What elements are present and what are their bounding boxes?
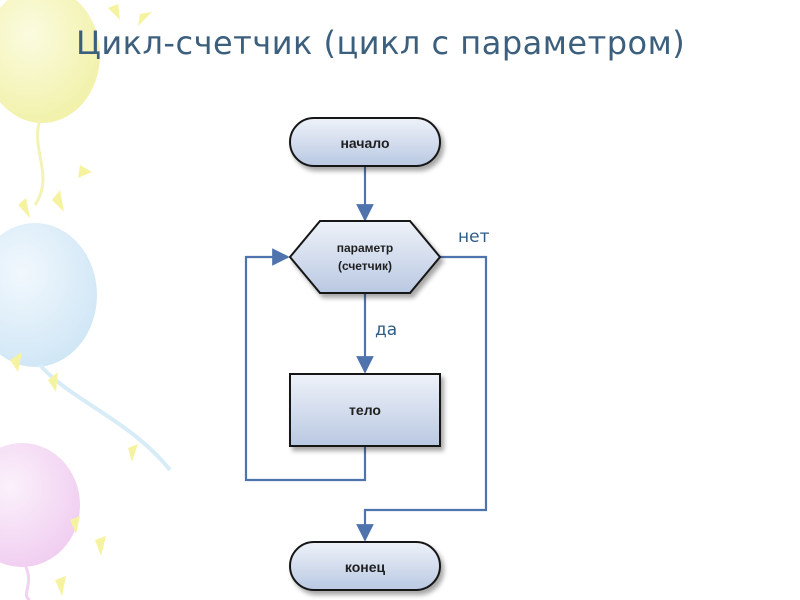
body-node: тело bbox=[289, 373, 441, 447]
start-label: начало bbox=[340, 135, 389, 151]
condition-label-line2: (счетчик) bbox=[338, 259, 392, 273]
sparkle-rays bbox=[10, 4, 152, 596]
pink-balloon bbox=[0, 443, 80, 600]
condition-label-line1: параметр bbox=[337, 241, 394, 255]
end-node: конец bbox=[289, 541, 441, 591]
body-label: тело bbox=[349, 402, 381, 418]
yellow-balloon bbox=[0, 0, 100, 206]
connector-loop-back bbox=[244, 248, 367, 482]
slide-title: Цикл-счетчик (цикл с параметром) bbox=[76, 24, 686, 62]
start-node: начало bbox=[289, 117, 441, 167]
yes-label: да bbox=[375, 320, 397, 340]
condition-node: параметр (счетчик) bbox=[288, 220, 442, 294]
end-label: конец bbox=[345, 559, 386, 575]
no-label: нет bbox=[458, 227, 490, 247]
connector-exit bbox=[356, 255, 488, 542]
